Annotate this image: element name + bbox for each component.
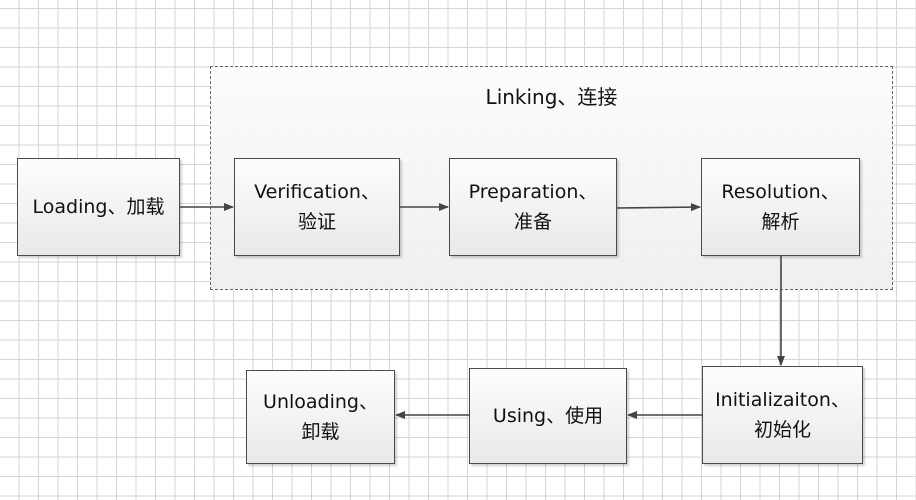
node-resolution[interactable]: Resolution、 解析: [701, 158, 860, 256]
node-using[interactable]: Using、使用: [469, 368, 627, 464]
node-preparation[interactable]: Preparation、 准备: [449, 158, 617, 256]
node-using-label: Using、使用: [492, 405, 604, 427]
node-loading[interactable]: Loading、加载: [17, 158, 180, 256]
node-resolution-label: Resolution、 解析: [721, 181, 840, 233]
node-verification[interactable]: Verification、 验证: [234, 158, 400, 256]
node-unloading[interactable]: Unloading、 卸载: [246, 370, 395, 464]
node-unloading-label: Unloading、 卸载: [263, 391, 378, 443]
node-preparation-label: Preparation、 准备: [468, 181, 598, 233]
node-initialization-label: Initializaiton、 初始化: [715, 389, 850, 441]
node-initialization[interactable]: Initializaiton、 初始化: [702, 366, 863, 464]
linking-group-title: Linking、连接: [485, 85, 618, 109]
node-loading-label: Loading、加载: [32, 196, 165, 218]
node-verification-label: Verification、 验证: [254, 181, 380, 233]
